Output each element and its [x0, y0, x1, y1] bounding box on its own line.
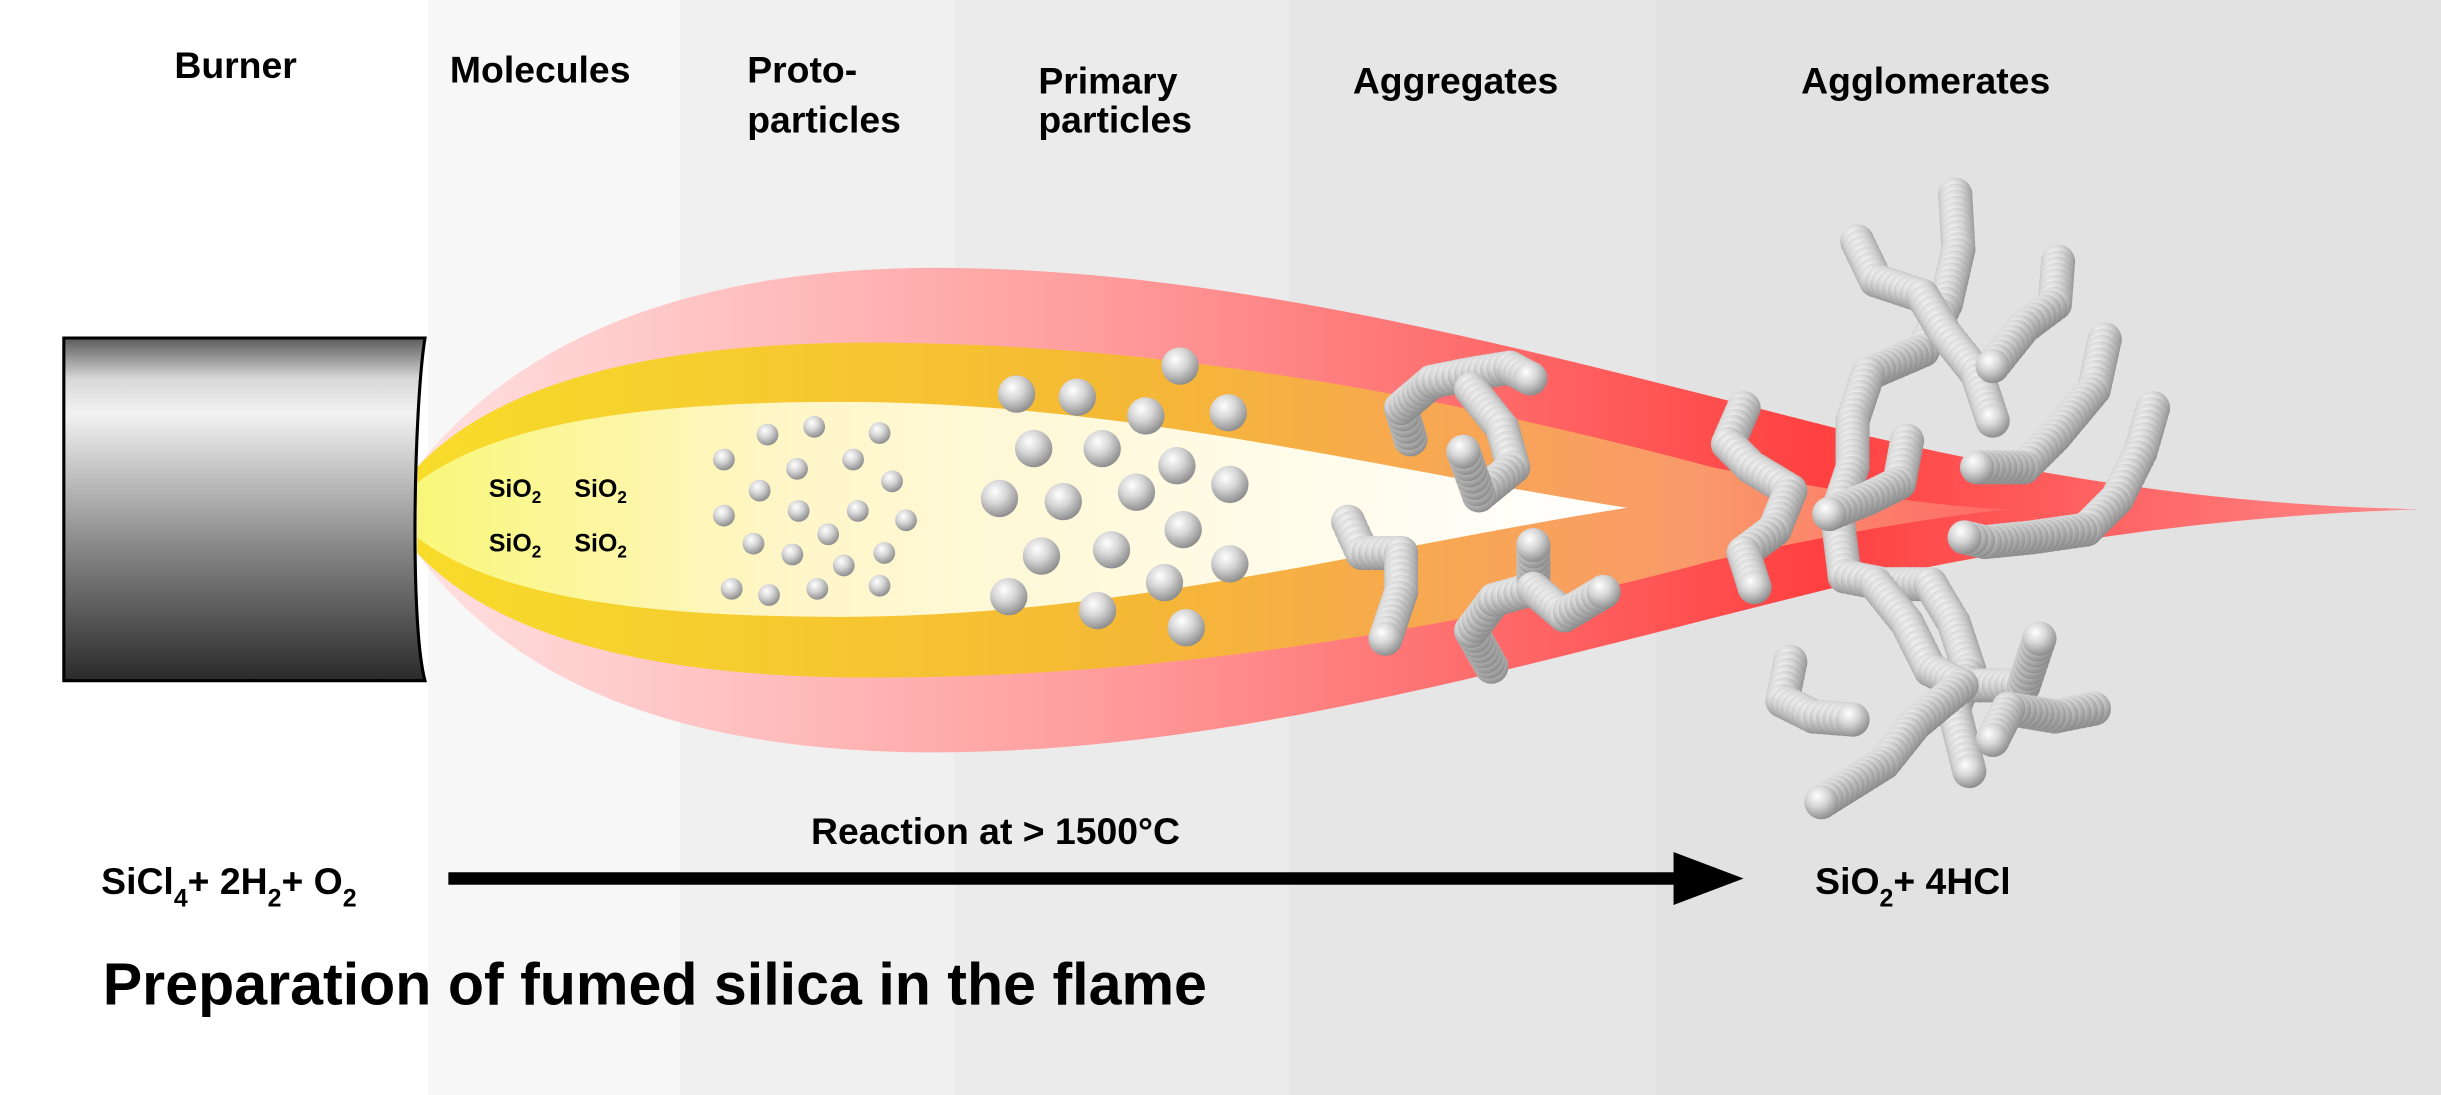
aggregate-chain-particle — [1368, 621, 1403, 656]
heading-protoparticles: Proto- particles — [747, 49, 901, 141]
agglomerate-chain-particle — [1737, 570, 1772, 605]
primary-particles-group — [980, 347, 1249, 647]
heading-primary-particles: Primary particles — [1038, 59, 1192, 140]
agglomerate-chain-particle — [1975, 348, 2010, 384]
protoparticle — [787, 499, 810, 522]
primary-particle — [1164, 510, 1202, 549]
protoparticle — [806, 577, 829, 600]
aggregate-chain-particle — [1586, 574, 1621, 610]
aggregate-chain-particle — [1513, 361, 1548, 396]
protoparticle — [712, 504, 735, 527]
protoparticle — [817, 523, 840, 546]
protoparticle — [868, 422, 891, 444]
molecule-label: SiO2 — [574, 475, 626, 507]
burner-nozzle — [62, 336, 428, 683]
primary-particle — [1058, 378, 1096, 416]
primary-particle — [1078, 591, 1117, 630]
protoparticle — [832, 554, 855, 577]
primary-particle — [1092, 531, 1131, 569]
agglomerate-chain-particle — [1975, 403, 2010, 438]
agglomerate-chain-particle — [1835, 702, 1870, 737]
protoparticle — [868, 574, 891, 597]
primary-particle — [997, 375, 1036, 413]
diagram-title: Preparation of fumed silica in the flame — [103, 951, 1207, 1018]
primary-particle — [1083, 429, 1121, 468]
protoparticle — [803, 415, 826, 438]
agglomerate-chain-particle — [1952, 753, 1987, 789]
primary-particle — [1127, 397, 1165, 435]
aggregate-chain-particle — [1516, 528, 1551, 563]
protoparticle — [786, 457, 808, 480]
protoparticle — [842, 448, 865, 471]
agglomerate-chain-particle — [2022, 621, 2057, 656]
aggregates-group — [1331, 350, 1621, 684]
agglomerates-group — [1710, 177, 2171, 820]
heading-molecules: Molecules — [450, 49, 631, 91]
molecule-label: SiO2 — [574, 529, 626, 561]
reaction-condition: Reaction at > 1500°C — [811, 810, 1180, 852]
protoparticle — [712, 448, 735, 471]
reaction-arrow-icon — [448, 852, 1744, 905]
primary-particle — [1211, 465, 1249, 504]
heading-aggregates: Aggregates — [1353, 59, 1558, 101]
primary-particle — [1117, 473, 1156, 511]
primary-particle — [1015, 429, 1053, 468]
protoparticle — [758, 584, 780, 606]
protoparticle — [720, 577, 743, 600]
protoparticle — [881, 470, 903, 493]
heading-agglomerates: Agglomerates — [1801, 59, 2050, 101]
agglomerate-chain-particle — [1959, 450, 1995, 485]
protoparticle — [748, 479, 771, 502]
stage-headings: Burner Molecules Proto- particles Primar… — [174, 44, 2050, 141]
primary-particle — [1167, 609, 1205, 647]
primary-particle — [1161, 347, 1199, 385]
protoparticle — [895, 509, 917, 532]
reaction-equation: Reaction at > 1500°C SiCl4+ 2H2+ O2 SiO2… — [101, 810, 2010, 912]
protoparticle — [781, 543, 804, 566]
primary-particle — [1211, 545, 1249, 583]
agglomerate-chain-particle — [1947, 520, 1982, 555]
primary-particle — [1158, 447, 1196, 485]
reactants: SiCl4+ 2H2+ O2 — [101, 860, 356, 912]
primary-particle — [1022, 537, 1061, 575]
primary-particle — [1044, 482, 1082, 521]
agglomerate-chain-particle — [1812, 496, 1847, 532]
protoparticle — [846, 499, 869, 522]
molecules-labels: SiO2 SiO2 SiO2 SiO2 — [489, 475, 627, 562]
protoparticle — [756, 423, 779, 446]
primary-particle — [1145, 563, 1184, 602]
primary-particle — [1209, 394, 1247, 432]
molecule-label: SiO2 — [489, 475, 541, 507]
protoparticle — [742, 532, 765, 555]
aggregate-chain-particle — [1446, 434, 1481, 469]
primary-particle — [990, 577, 1028, 616]
agglomerate-chain-particle — [1804, 785, 1839, 820]
molecule-label: SiO2 — [489, 529, 541, 561]
products: SiO2+ 4HCl — [1815, 860, 2010, 912]
protoparticles-group — [712, 415, 917, 606]
primary-particle — [980, 479, 1019, 518]
heading-burner: Burner — [174, 44, 296, 86]
agglomerate-chain-particle — [1975, 722, 2010, 757]
protoparticle — [873, 542, 896, 564]
